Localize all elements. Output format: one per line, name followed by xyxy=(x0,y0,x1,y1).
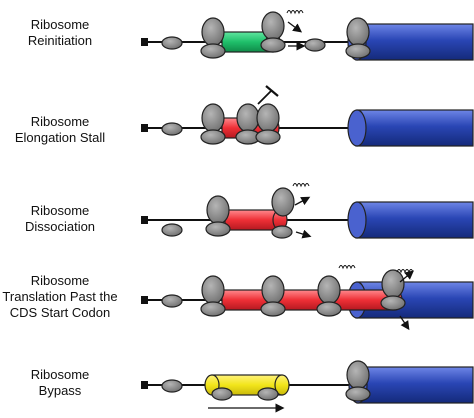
large-subunit xyxy=(201,103,225,133)
ribosome xyxy=(200,103,226,145)
label-dissociation: Ribosome Dissociation xyxy=(0,203,120,235)
stalled-ribosome-2 xyxy=(255,103,281,145)
label-line: Ribosome xyxy=(30,114,90,129)
cap-5prime xyxy=(141,124,148,132)
large-subunit xyxy=(346,17,370,47)
small-subunit xyxy=(316,301,342,317)
uorf-cylinder-end xyxy=(274,374,290,396)
small-subunit xyxy=(380,295,406,311)
peptide-chain xyxy=(396,269,414,274)
cds-body xyxy=(356,23,474,61)
cds-ribosome xyxy=(345,360,371,402)
large-subunit xyxy=(201,275,225,305)
label-line: Reinitiation xyxy=(27,33,93,48)
dissociating-large-subunit xyxy=(271,187,295,217)
small-subunit xyxy=(260,301,286,317)
label-line: Ribosome xyxy=(30,367,90,382)
small-subunit xyxy=(200,301,226,317)
ribosome-terminating xyxy=(260,11,286,53)
uorf-cylinder-body xyxy=(221,289,396,311)
small-subunit xyxy=(200,43,226,59)
cap-5prime xyxy=(141,216,148,224)
small-subunit xyxy=(345,43,371,59)
small-subunit xyxy=(161,379,183,393)
cds-ribosome xyxy=(345,17,371,59)
small-subunit xyxy=(345,386,371,402)
label-bypass: Ribosome Bypass xyxy=(0,367,120,399)
large-subunit xyxy=(261,11,285,41)
large-subunit xyxy=(236,103,260,133)
label-line: Dissociation xyxy=(24,219,96,234)
release-arrow-up xyxy=(399,270,414,283)
large-subunit xyxy=(381,269,405,299)
small-subunit xyxy=(205,221,231,237)
release-arrow-up xyxy=(294,196,311,206)
dissociating-small-subunit xyxy=(271,225,293,239)
small-subunit xyxy=(161,223,183,237)
scanning-small-subunit xyxy=(257,387,279,401)
label-line: Ribosome xyxy=(30,203,90,218)
label-line: Translation Past the xyxy=(2,289,118,304)
elongating-ribosome-2 xyxy=(316,275,342,317)
ribosome xyxy=(205,195,231,237)
cds-cylinder xyxy=(347,201,474,239)
large-subunit xyxy=(317,275,341,305)
ribosome xyxy=(200,17,226,59)
label-line: Elongation Stall xyxy=(14,130,106,145)
cap-5prime xyxy=(141,296,148,304)
cap-5prime xyxy=(141,38,148,46)
large-subunit xyxy=(261,275,285,305)
small-subunit xyxy=(161,122,183,136)
large-subunit xyxy=(346,360,370,390)
cap-5prime xyxy=(141,381,148,389)
large-subunit xyxy=(206,195,230,225)
large-subunit xyxy=(256,103,280,133)
large-subunit xyxy=(201,17,225,47)
cds-start-cap xyxy=(347,201,367,239)
label-translation-past-cds: Ribosome Translation Past the CDS Start … xyxy=(0,273,120,321)
release-arrow-down xyxy=(295,229,312,239)
block-bar xyxy=(265,85,279,97)
label-line: Ribosome xyxy=(30,17,90,32)
uorf-cylinder xyxy=(221,289,403,311)
label-line: CDS Start Codon xyxy=(9,305,111,320)
small-subunit xyxy=(260,37,286,53)
cds-cylinder xyxy=(347,109,474,147)
uorf-cylinder-body xyxy=(224,209,281,231)
release-arrow xyxy=(287,21,303,33)
small-subunit xyxy=(161,36,183,50)
peptide-chain xyxy=(286,10,304,15)
cds-body xyxy=(356,201,474,239)
ribosome xyxy=(200,275,226,317)
elongating-ribosome-1 xyxy=(260,275,286,317)
cds-body xyxy=(356,109,474,147)
small-subunit xyxy=(255,129,281,145)
peptide-chain xyxy=(292,183,310,188)
cds-body xyxy=(357,366,474,404)
label-elongation-stall: Ribosome Elongation Stall xyxy=(0,114,120,146)
small-subunit xyxy=(200,129,226,145)
scanning-small-subunit xyxy=(304,38,326,52)
cds-start-cap xyxy=(347,109,367,147)
small-subunit xyxy=(161,294,183,308)
block-stem xyxy=(257,89,273,105)
terminating-ribosome xyxy=(380,269,406,311)
label-reinitiation: Ribosome Reinitiation xyxy=(0,17,120,49)
release-arrow-down xyxy=(399,315,410,331)
label-line: Ribosome xyxy=(30,273,90,288)
scanning-small-subunit xyxy=(211,387,233,401)
label-line: Bypass xyxy=(38,383,82,398)
peptide-chain xyxy=(338,265,356,270)
